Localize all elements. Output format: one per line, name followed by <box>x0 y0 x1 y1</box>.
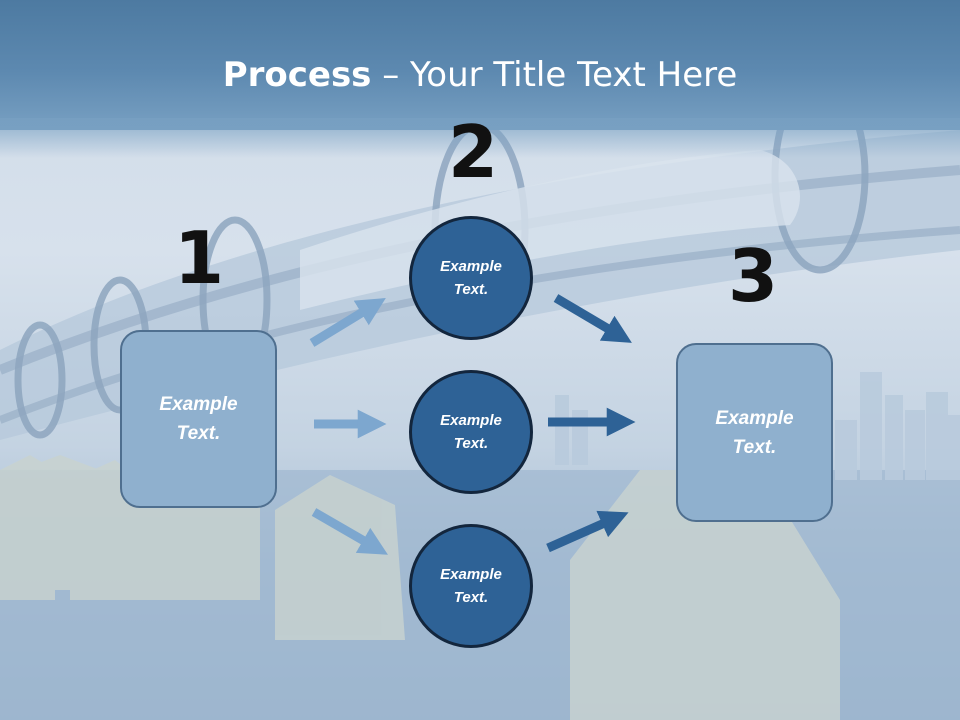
arrow-circle-top-to-box3 <box>553 294 632 343</box>
bridge-pillars <box>0 455 840 720</box>
circle-bottom[interactable]: Example Text. <box>409 524 533 648</box>
title-bold: Process <box>222 55 372 95</box>
step-number-2: 2 <box>447 110 499 194</box>
circle-bottom-label: Example Text. <box>440 566 502 606</box>
step-number-3: 3 <box>727 234 779 318</box>
title-rest: – Your Title Text Here <box>371 55 738 95</box>
step-number-1: 1 <box>173 216 225 300</box>
step-box-1[interactable]: Example Text. <box>120 330 277 508</box>
arrow-circle-bottom-to-box3 <box>546 510 629 553</box>
title-bar-fade <box>0 118 960 158</box>
circle-top[interactable]: Example Text. <box>409 216 533 340</box>
circle-middle-label: Example Text. <box>440 412 502 452</box>
step-box-1-label: Example Text. <box>159 394 238 444</box>
title-bar <box>0 0 960 130</box>
circle-top-label: Example Text. <box>440 258 502 298</box>
slide-title: Process – Your Title Text Here <box>0 52 960 98</box>
step-box-3[interactable]: Example Text. <box>676 343 833 522</box>
city-skyline <box>555 372 960 480</box>
arrow-box1-to-circle-bottom <box>311 508 388 555</box>
step-box-3-label: Example Text. <box>715 407 794 458</box>
circle-middle[interactable]: Example Text. <box>409 370 533 494</box>
arrow-box1-to-circle-top <box>309 298 386 347</box>
